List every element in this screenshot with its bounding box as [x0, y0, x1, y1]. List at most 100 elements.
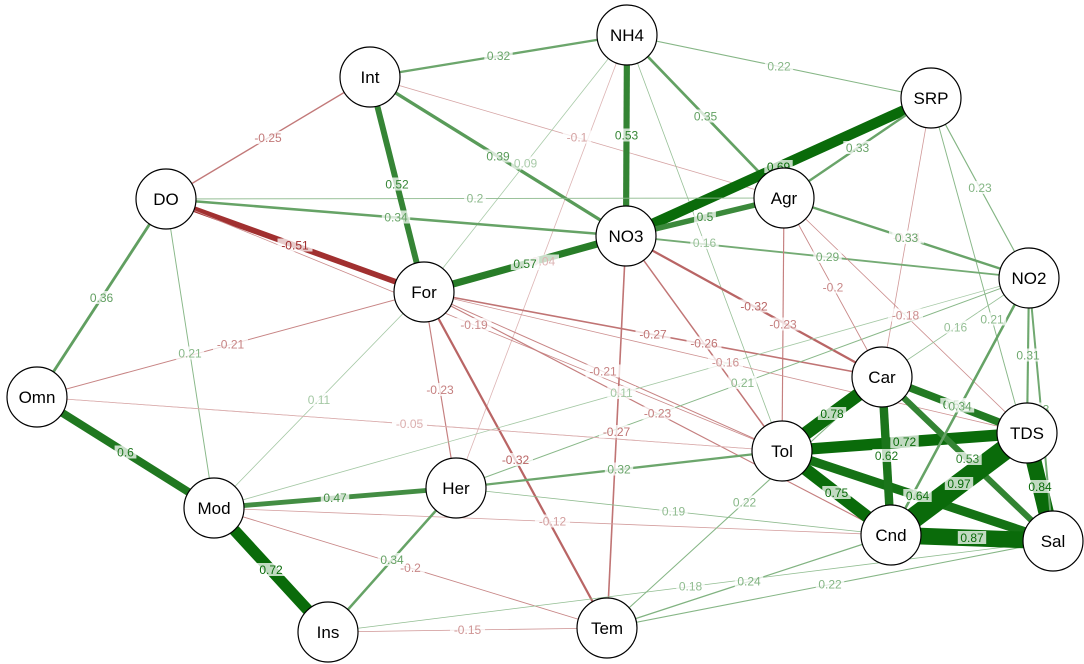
edge-label-bg: [659, 504, 688, 518]
edge-label-Omn-Mod: 0.6: [117, 446, 134, 460]
edge-label-bg: [607, 386, 636, 399]
edge-label-Int-NO3: 0.39: [486, 150, 510, 164]
edge-label-bg: [114, 445, 137, 459]
node-label: For: [411, 283, 437, 302]
edge-label-bg: [175, 346, 205, 360]
node-circle: [596, 4, 658, 66]
edge-label-bg: [635, 327, 671, 341]
edge-label-bg: [944, 477, 974, 490]
node-label: Ins: [317, 623, 340, 642]
node-label: NH4: [610, 26, 644, 45]
edge-label-bg: [256, 563, 286, 576]
edge-label-bg: [818, 280, 848, 294]
edge-label-bg: [676, 579, 705, 593]
edge-label-bg: [422, 383, 458, 396]
edge-label-bg: [941, 320, 970, 334]
node-tem: Tem: [576, 597, 638, 659]
node-no2: NO2: [998, 247, 1060, 309]
node-nh4: NH4: [596, 4, 658, 66]
node-circle: [998, 247, 1060, 309]
edge-label-NH4-SRP: 0.22: [767, 60, 791, 74]
node-label: Her: [442, 479, 470, 498]
node-tds: TDS: [996, 402, 1058, 464]
edge-label-Agr-TDS: -0.18: [892, 309, 920, 323]
edge-label-bg: [872, 449, 901, 462]
edge-label-Agr-NO2: 0.33: [895, 231, 919, 245]
edge-label-Tol-TDS: 0.72: [893, 435, 917, 449]
edge-label-SRP-Sal: 0.21: [980, 313, 1004, 327]
edge-label-Agr-Tol: -0.23: [769, 318, 797, 332]
node-circle: [996, 402, 1058, 464]
node-circle: [6, 366, 68, 428]
edge-label-bg: [765, 317, 801, 331]
edge-label-Cnd-Sal: 0.87: [960, 531, 984, 545]
node-car: Car: [851, 346, 913, 408]
edge-label-Tem-Sal: 0.22: [818, 578, 842, 592]
edge-label-bg: [736, 299, 772, 313]
edge-label-bg: [1025, 480, 1055, 493]
edge-label-bg: [728, 376, 757, 389]
edge-label-Tol-Car: 0.78: [820, 407, 844, 421]
edge-label-bg: [464, 191, 486, 205]
node-circle: [753, 167, 815, 229]
node-label: Cnd: [875, 526, 906, 545]
node-circle: [751, 420, 813, 482]
node-for: For: [393, 261, 455, 323]
edge-label-NO3-NO2: 0.29: [816, 250, 840, 264]
node-circle: [183, 477, 245, 539]
edge-label-Tol-Sal: 0.64: [906, 489, 930, 503]
edge-label-bg: [382, 177, 412, 191]
edge-label-NH4-Agr: 0.35: [694, 110, 718, 124]
edge-label-SRP-Agr: 0.33: [846, 141, 870, 155]
edge-label-NH4-NO3: 0.53: [615, 129, 639, 143]
node-label: DO: [153, 190, 179, 209]
node-ins: Ins: [297, 601, 359, 663]
edge-label-Car-Sal: 0.53: [956, 452, 980, 466]
edge-label-NO3-For: 0.57: [513, 257, 537, 271]
node-mod: Mod: [183, 477, 245, 539]
edge-label-Int-Agr: -0.1: [567, 131, 588, 145]
edge-label-bg: [1013, 348, 1043, 362]
edge-label-For-Omn: -0.21: [217, 338, 245, 352]
edge-label-Tol-Omn: -0.05: [396, 417, 424, 431]
node-agr: Agr: [753, 167, 815, 229]
edge-label-bg: [640, 406, 675, 420]
edge-label-bg: [822, 486, 851, 499]
edge-labels-layer: 0.320.22-0.25-0.1-0.040.390.530.350.160.…: [87, 49, 1055, 637]
edge-label-Mod-Cnd: -0.12: [539, 515, 567, 529]
edge-label-bg: [953, 452, 982, 465]
edge-label-bg: [450, 623, 485, 636]
edge-label-Ins-Tem: -0.15: [454, 623, 482, 637]
edge-label-bg: [304, 393, 334, 406]
edge-label-bg: [690, 236, 719, 249]
edge-label-Her-Cnd: 0.19: [662, 505, 686, 519]
edge-label-TDS-Cnd: 0.97: [947, 477, 971, 491]
node-label: NO3: [609, 227, 644, 246]
edge-label-Her-NO2: 0.21: [731, 376, 755, 390]
edge-label-bg: [892, 231, 921, 244]
edge-label-bg: [813, 250, 842, 263]
node-circle: [1022, 510, 1084, 572]
edge-label-TDS-Sal: 0.84: [1028, 480, 1052, 494]
edge-label-bg: [484, 49, 513, 62]
edge-label-Her-Ins: 0.34: [380, 553, 404, 567]
edge-label-bg: [843, 141, 872, 154]
edge-label-bg: [977, 312, 1007, 326]
node-cnd: Cnd: [860, 504, 922, 566]
edge-label-bg: [903, 489, 932, 502]
node-circle: [900, 67, 962, 129]
edge-label-For-Car: -0.27: [639, 328, 667, 342]
edge-label-bg: [320, 491, 350, 504]
edge-label-bg: [599, 425, 634, 438]
edge-label-bg: [817, 407, 847, 420]
edge-label-NO3-Tol: -0.26: [690, 337, 718, 351]
edge-label-Mod-NO2: 0.11: [610, 386, 633, 400]
edge-label-DO-Omn: 0.36: [90, 291, 114, 305]
edge-label-bg: [764, 59, 794, 73]
edge-label-Tem-Car: 0.22: [733, 496, 757, 510]
edge-label-Ins-Sal: 0.18: [679, 580, 703, 594]
node-her: Her: [425, 457, 487, 519]
